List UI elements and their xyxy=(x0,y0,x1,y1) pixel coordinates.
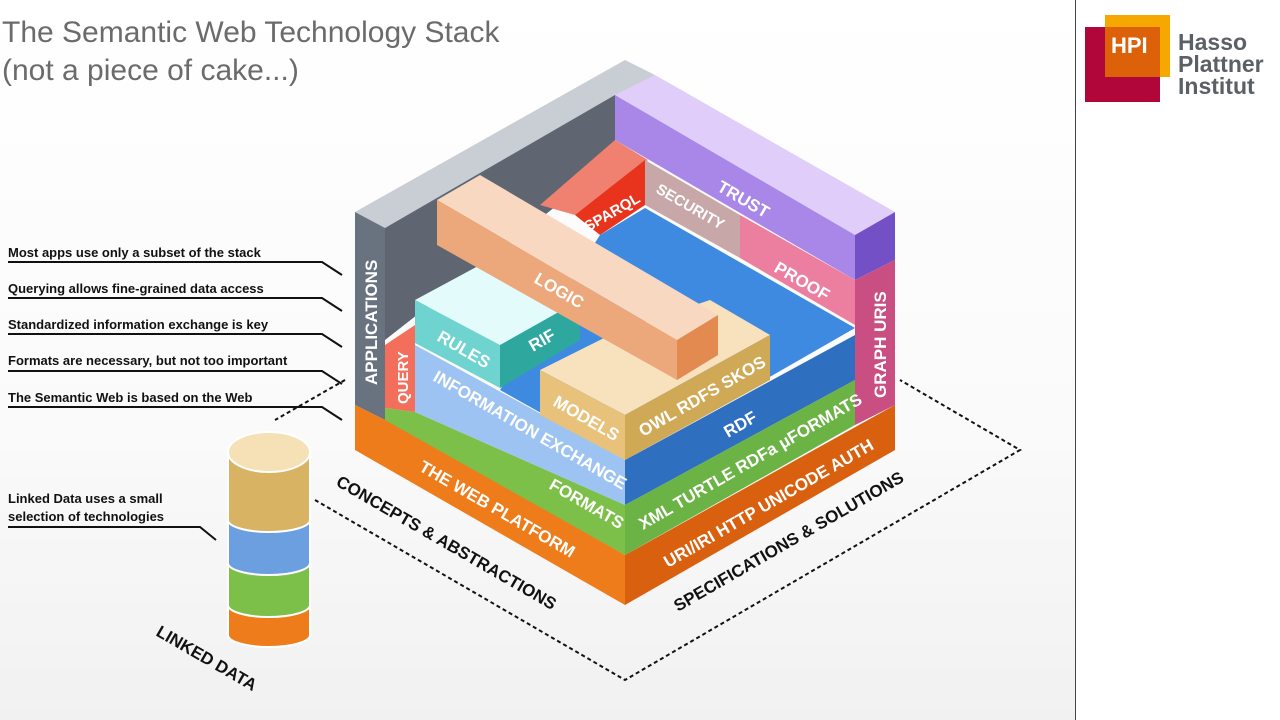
note-query: Querying allows fine-grained data access xyxy=(8,281,264,296)
sparql-block xyxy=(575,160,645,235)
trust-block xyxy=(615,95,855,280)
rdf-block xyxy=(625,335,855,505)
note-web: The Semantic Web is based on the Web xyxy=(8,390,252,405)
information-exchange-block xyxy=(415,345,625,505)
title-line1: The Semantic Web Technology Stack xyxy=(2,16,500,49)
proof-block xyxy=(740,215,855,325)
trust-side xyxy=(855,212,895,280)
logic-top xyxy=(437,175,718,340)
divider xyxy=(1075,0,1076,720)
label-graph-uris: GRAPH URIS xyxy=(871,291,890,398)
rules-block xyxy=(415,300,500,388)
applications-top xyxy=(355,60,655,228)
owl-rdfs-skos-block xyxy=(625,335,770,460)
formats-block xyxy=(385,408,625,555)
models-block xyxy=(540,370,625,460)
uri-http-block xyxy=(625,405,895,605)
graph-uris-block xyxy=(855,260,895,425)
note-exchange: Standardized information exchange is key xyxy=(8,317,269,332)
floor-outline xyxy=(274,379,1022,682)
xml-formats-block xyxy=(625,380,855,555)
note-linked-1: Linked Data uses a small xyxy=(8,491,163,506)
sparql-top xyxy=(540,140,648,215)
label-query: QUERY xyxy=(395,351,412,404)
trust-top xyxy=(615,75,895,235)
note-linked-2: selection of technologies xyxy=(8,509,164,524)
linked-data-cylinder xyxy=(227,431,311,648)
note-apps: Most apps use only a subset of the stack xyxy=(8,245,262,260)
web-platform-block xyxy=(355,405,625,605)
security-block xyxy=(645,160,740,258)
label-applications: APPLICATIONS xyxy=(362,260,381,385)
slide-title: The Semantic Web Technology Stack (not a… xyxy=(2,14,500,90)
logic-end xyxy=(677,315,718,380)
logo-abbr: HPI xyxy=(1111,33,1148,58)
title-line2: (not a piece of cake...) xyxy=(2,54,299,87)
logic-block xyxy=(437,200,677,380)
rif-block xyxy=(500,300,580,388)
note-formats: Formats are necessary, but not too impor… xyxy=(8,353,288,368)
stack-diagram: Most apps use only a subset of the stack… xyxy=(8,60,1022,695)
query-block xyxy=(385,325,415,412)
annotation-leaders xyxy=(8,261,343,541)
applications-block xyxy=(355,212,385,420)
